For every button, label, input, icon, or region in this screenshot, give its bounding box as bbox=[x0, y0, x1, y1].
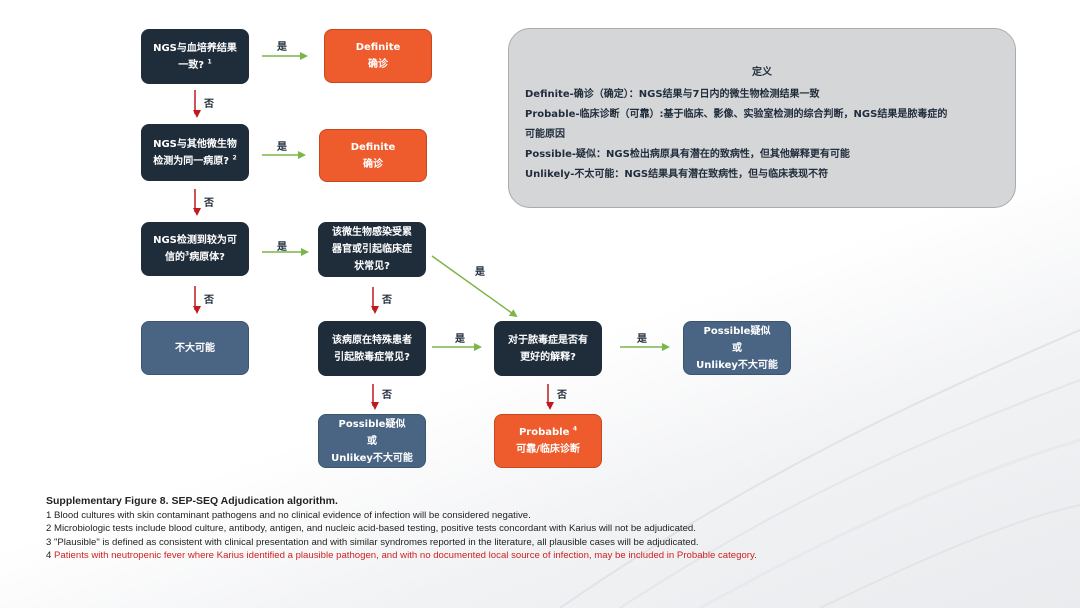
node-organ-symptom-common: 该微生物感染受累 器官或引起临床症 状常见? bbox=[318, 222, 426, 277]
definitions-panel: 定义 Definite-确诊（确定）：NGS结果与7日内的微生物检测结果一致 P… bbox=[508, 28, 1016, 208]
label-yes-q1: 是 bbox=[277, 42, 287, 53]
label-yes-q3: 是 bbox=[277, 242, 287, 253]
node-ngs-other-micro-match: NGS与其他微生物 检测为同一病原? 2 bbox=[141, 124, 249, 181]
label-no-q5: 否 bbox=[382, 390, 392, 401]
caption-note-4: 4 Patients with neutropenic fever where … bbox=[46, 550, 757, 561]
label-no-q2: 否 bbox=[204, 198, 214, 209]
label-yes-q4: 是 bbox=[475, 267, 485, 278]
caption-note: 1 Blood cultures with skin contaminant p… bbox=[46, 509, 531, 521]
definition-line: Probable-临床诊断（可靠）:基于临床、影像、实验室检测的综合判断，NGS… bbox=[525, 109, 948, 120]
arrow-yes-q4 bbox=[431, 255, 518, 318]
label-yes-q2: 是 bbox=[277, 142, 287, 153]
label-no-q4: 否 bbox=[382, 295, 392, 306]
node-definite-2: Definite 确诊 bbox=[319, 129, 427, 182]
caption-note: 3 "Plausible" is defined as consistent w… bbox=[46, 536, 699, 548]
node-unlikely-1: 不大可能 bbox=[141, 321, 249, 375]
definitions-title: 定义 bbox=[752, 67, 772, 78]
node-probable: Probable 4 可靠/临床诊断 bbox=[494, 414, 602, 468]
definition-line: Unlikely-不太可能：NGS结果具有潜在致病性，但与临床表现不符 bbox=[525, 169, 829, 180]
definition-line: 可能原因 bbox=[525, 129, 565, 140]
node-ngs-blood-culture-match: NGS与血培养结果 一致? 1 bbox=[141, 29, 249, 84]
node-possible-or-unlikely-2: Possible疑似 或 Unlikey不大可能 bbox=[318, 414, 426, 468]
node-special-patient-sepsis: 该病原在特殊患者 引起脓毒症常见? bbox=[318, 321, 426, 376]
caption-note: 2 Microbiologic tests include blood cult… bbox=[46, 523, 696, 534]
label-yes-q5: 是 bbox=[455, 334, 465, 345]
definition-line: Possible-疑似：NGS检出病原具有潜在的致病性，但其他解释更有可能 bbox=[525, 149, 850, 160]
node-better-explanation: 对于脓毒症是否有 更好的解释? bbox=[494, 321, 602, 376]
label-no-q3: 否 bbox=[204, 295, 214, 306]
figure-caption: Supplementary Figure 8. SEP-SEQ Adjudica… bbox=[46, 495, 1046, 563]
label-yes-q6: 是 bbox=[637, 334, 647, 345]
label-no-q1: 否 bbox=[204, 99, 214, 110]
label-no-q6: 否 bbox=[557, 390, 567, 401]
node-definite-1: Definite 确诊 bbox=[324, 29, 432, 83]
node-ngs-plausible-pathogen: NGS检测到较为可 信的3病原体? bbox=[141, 222, 249, 276]
definition-line: Definite-确诊（确定）：NGS结果与7日内的微生物检测结果一致 bbox=[525, 89, 820, 100]
caption-title: Supplementary Figure 8. SEP-SEQ Adjudica… bbox=[46, 495, 338, 507]
node-possible-or-unlikely-1: Possible疑似 或 Unlikey不大可能 bbox=[683, 321, 791, 375]
